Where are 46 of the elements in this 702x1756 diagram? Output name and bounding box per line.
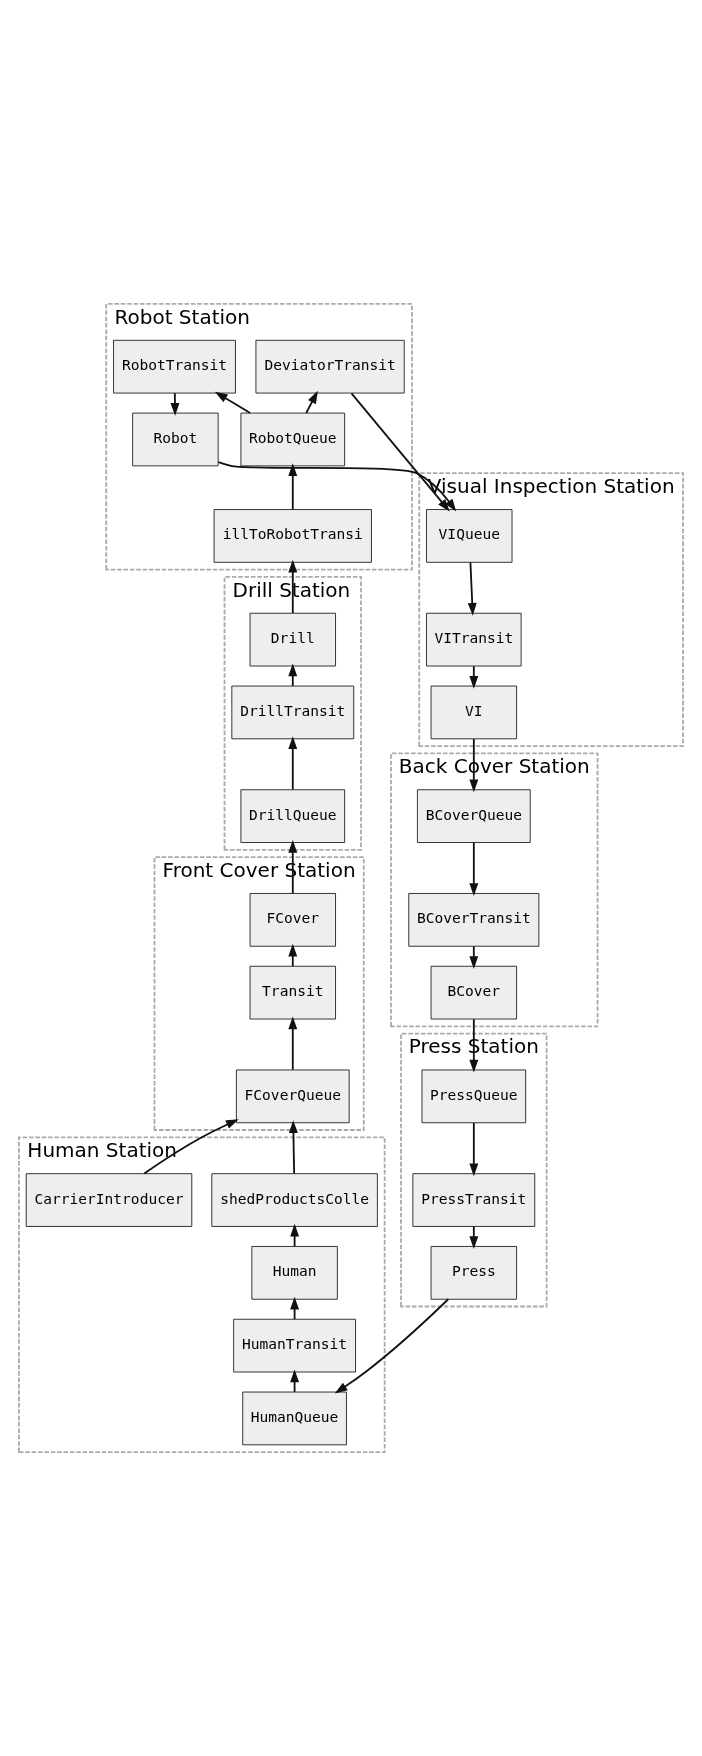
arrow [290, 1296, 300, 1321]
arrow [143, 1119, 239, 1175]
node-box: FCover [249, 893, 336, 947]
arrow [469, 1122, 479, 1177]
node-box: Robot [132, 412, 219, 467]
node-box: DrillTransit [231, 685, 355, 740]
node-box: Transit [249, 965, 336, 1020]
node-box: HumanQueue [242, 1391, 347, 1446]
node-box: CarrierIntroducer [25, 1173, 193, 1227]
node-box: DrillQueue [240, 789, 346, 843]
node-box: shedProductsColle [211, 1173, 378, 1227]
arrow [288, 1016, 298, 1071]
node-box: Human [251, 1246, 338, 1300]
arrow [170, 392, 180, 416]
arrow [290, 1223, 300, 1248]
arrow [467, 561, 477, 616]
arrow [288, 736, 298, 791]
node-box: Drill [249, 612, 336, 667]
arrow [469, 665, 479, 689]
arrow [334, 1298, 450, 1394]
arrow [288, 663, 298, 687]
node-box: illToRobotTransi [213, 509, 372, 563]
node-box: FCoverQueue [235, 1069, 350, 1124]
node-box: Press [430, 1246, 518, 1300]
arrow [305, 390, 318, 414]
node-box: VIQueue [426, 509, 513, 563]
arrow [288, 943, 298, 968]
node-box: BCoverTransit [408, 893, 540, 947]
arrow [288, 1120, 298, 1175]
node-box: VITransit [426, 612, 522, 667]
node-box: BCover [430, 965, 518, 1020]
arrow [214, 391, 252, 414]
arrow [469, 841, 479, 896]
arrow [469, 945, 479, 969]
node-box: BCoverQueue [416, 789, 531, 843]
node-box: VI [430, 685, 518, 740]
node-box: HumanTransit [233, 1318, 356, 1373]
node-box: PressTransit [412, 1173, 536, 1227]
node-box: PressQueue [421, 1069, 527, 1124]
arrow [290, 1369, 300, 1393]
node-box: RobotQueue [240, 412, 346, 467]
node-box: DeviatorTransit [255, 339, 405, 394]
arrow [469, 1225, 479, 1250]
arrow [217, 461, 457, 512]
node-box: RobotTransit [113, 339, 236, 394]
arrow [288, 463, 298, 511]
